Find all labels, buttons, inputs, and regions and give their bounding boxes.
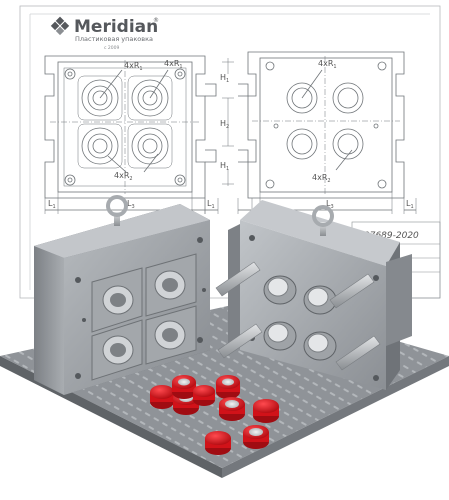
mold-half-right xyxy=(228,200,412,390)
label-right-r1: 4xR1 xyxy=(318,59,337,70)
logo-registered: ® xyxy=(153,17,159,24)
label-h1-top: H1 xyxy=(220,73,229,84)
drawing-right-view xyxy=(247,51,417,214)
cap-icon xyxy=(205,431,231,455)
eye-bolt-left-icon xyxy=(106,195,128,226)
label-h2: H2 xyxy=(220,119,229,130)
logo-tagline: Пластиковая упаковка xyxy=(75,35,153,43)
drawing-left-view xyxy=(44,55,206,214)
cap-icon xyxy=(216,375,240,399)
red-caps xyxy=(150,375,279,455)
mold-cores xyxy=(263,275,337,361)
label-h1-bottom: H1 xyxy=(220,161,229,172)
label-left-r1a: 4xR1 xyxy=(124,61,143,72)
drawing-center-links xyxy=(204,58,253,214)
meridian-logo: Meridian ® Пластиковая упаковка с 2009 xyxy=(50,16,159,51)
label-left-r1b: 4xR1 xyxy=(164,59,183,70)
eye-bolt-right-icon xyxy=(312,205,334,236)
label-left-l3: L3 xyxy=(127,199,135,210)
label-right-l3: L3 xyxy=(326,199,334,210)
cap-icon xyxy=(150,385,174,409)
drawing-labels: 4xR1 4xR1 4xR2 L3 L1 L1 H1 H2 H1 4xR1 4x… xyxy=(48,59,419,241)
label-left-l1: L1 xyxy=(48,199,56,210)
stamp-number: 27689-2020 xyxy=(364,231,419,241)
guide-pins xyxy=(215,261,381,371)
label-mid-l1: L1 xyxy=(207,199,215,210)
mold-half-left xyxy=(34,195,210,395)
label-right-r2: 4xR2 xyxy=(312,173,331,184)
label-right-l1: L1 xyxy=(406,199,414,210)
label-left-r2: 4xR2 xyxy=(114,171,133,182)
cap-icon xyxy=(172,375,196,399)
cap-icon xyxy=(193,385,215,406)
logo-since: с 2009 xyxy=(104,45,119,51)
cap-icon xyxy=(253,399,279,423)
logo-mark-icon xyxy=(50,16,70,36)
cap-icon xyxy=(243,425,269,449)
logo-name: Meridian xyxy=(74,17,158,37)
cap-icon xyxy=(219,397,245,421)
